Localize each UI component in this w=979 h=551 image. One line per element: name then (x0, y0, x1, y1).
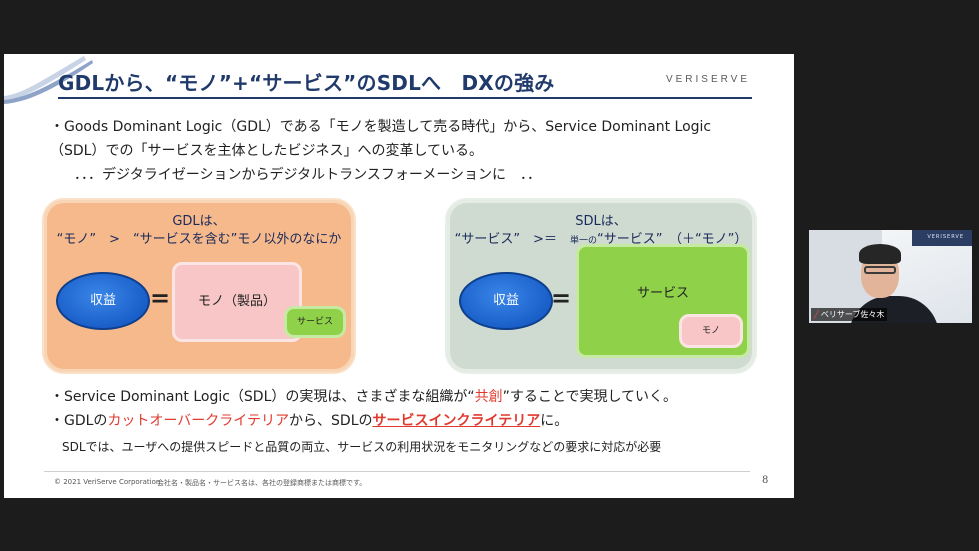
sdl-subheading-part-a: “サービス” >＝ (454, 232, 570, 247)
participant-hair (859, 244, 901, 264)
sdl-equal-sign: = (551, 284, 572, 312)
participant-name: ベリサーブ佐々木 (820, 310, 885, 319)
bullet-3-cutover-criteria: カットオーバークライテリア (107, 413, 290, 429)
gdl-diagram-panel: GDLは、 “モノ” > “サービスを含む”モノ以外のなにか 収益 = モノ（製… (44, 200, 354, 372)
slide-title: GDLから、“モノ”+“サービス”のSDLへ DXの強み (58, 71, 555, 95)
gdl-subheading: “モノ” > “サービスを含む”モノ以外のなにか (56, 232, 342, 247)
bullet-1-line-1: ・Goods Dominant Logic（GDL）である「モノを製造して売る時… (50, 119, 712, 135)
sdl-subheading-part-b: “サービス” （＋“モノ”） (596, 232, 748, 247)
gdl-heading: GDLは、 (172, 214, 226, 229)
bullet-1-line-2: （SDL）での「サービスを主体としたビジネス」への変革している。 (50, 143, 484, 159)
video-background-text: VERISERVE (927, 234, 964, 240)
bullet-3: ・GDLのカットオーバークライテリアから、SDLのサービスインクライテリアに。 (50, 410, 568, 430)
brand-logo: VERISERVE (665, 74, 750, 85)
title-swoosh-decoration (4, 56, 93, 104)
bullet-3-text-a: ・GDLの (50, 413, 108, 429)
bullet-1-line-3: ．．．デジタライゼーションからデジタルトランスフォーメーションに ．． (74, 167, 542, 183)
bullet-3-service-in-criteria: サービスインクライテリア (372, 413, 541, 429)
participant-name-label: ╱ベリサーブ佐々木 (811, 308, 888, 321)
sdl-product-box: モノ (679, 314, 743, 348)
sdl-service-box: サービス (576, 244, 750, 358)
gdl-product-box: モノ（製品） (172, 262, 302, 342)
bullet-3-text-b: から、SDLの (289, 413, 373, 429)
bullet-2-highlight: 共創 (474, 389, 503, 405)
gdl-service-box: サービス (284, 306, 346, 338)
page-number: 8 (762, 475, 769, 486)
trademark-text: 会社名・製品名・サービス名は、各社の登録商標または商標です。 (157, 479, 367, 487)
sdl-subheading: “サービス” >＝ 単一の“サービス” （＋“モノ”） (447, 228, 755, 247)
gdl-equal-sign: = (150, 284, 171, 312)
bullet-2-text-a: ・Service Dominant Logic（SDL）の実現は、さまざまな組織… (50, 389, 475, 405)
participant-video-tile[interactable]: VERISERVE ╱ベリサーブ佐々木 (809, 230, 972, 323)
shared-slide: GDLから、“モノ”+“サービス”のSDLへ DXの強み VERISERVE ・… (4, 54, 794, 498)
sdl-note: SDLでは、ユーザへの提供スピードと品質の両立、サービスの利用状況をモニタリング… (62, 440, 662, 454)
sdl-diagram-panel: SDLは、 “サービス” >＝ 単一の“サービス” （＋“モノ”） 収益 = サ… (447, 200, 755, 372)
bullet-3-text-c: に。 (540, 413, 569, 429)
sdl-revenue-ellipse: 収益 (459, 272, 553, 330)
sdl-subheading-small: 単一の (569, 236, 597, 246)
title-underline (58, 97, 752, 99)
gdl-revenue-ellipse: 収益 (56, 272, 150, 330)
bullet-2-text-b: ”することで実現していく。 (502, 389, 678, 405)
sdl-heading: SDLは、 (575, 214, 627, 229)
footer-divider (44, 471, 750, 472)
copyright-text: © 2021 VeriServe Corporation (54, 478, 161, 486)
mic-muted-icon: ╱ (814, 310, 819, 319)
bullet-2: ・Service Dominant Logic（SDL）の実現は、さまざまな組織… (50, 386, 677, 406)
video-background-band: VERISERVE (912, 230, 972, 246)
participant-glasses (864, 266, 896, 274)
